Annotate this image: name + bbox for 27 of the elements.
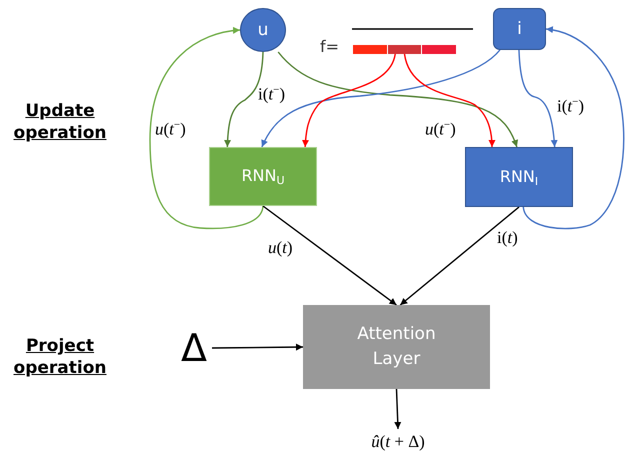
- feature-label: f=: [320, 37, 340, 56]
- delta-symbol: Δ: [176, 326, 212, 370]
- arrow: [404, 54, 496, 148]
- edge-label: i(t): [497, 228, 518, 248]
- math-label: i(t$^{−}$): [258, 84, 286, 105]
- math-label: u(t$^{−}$): [155, 119, 186, 140]
- arrow: [262, 205, 397, 306]
- arrow: [302, 54, 396, 148]
- arrow: [518, 50, 558, 148]
- output-label: û(t + Δ): [338, 429, 458, 455]
- attention-layer-box: Attention Layer: [303, 305, 490, 389]
- edge-label: u(t): [268, 238, 293, 258]
- user-node: u: [240, 8, 286, 52]
- arrow: [522, 26, 624, 230]
- math-label: i(t$^{−}$): [557, 96, 584, 117]
- item-node: i: [493, 8, 546, 50]
- feature-bar: [353, 45, 456, 54]
- rnn-box: RNN$_{I}$: [465, 147, 573, 207]
- rnn-box: RNN$_{U}$: [209, 147, 317, 206]
- arrow: [400, 206, 520, 306]
- arrow: [149, 27, 264, 230]
- math-label: u(t$^{−}$): [425, 119, 456, 140]
- arrow: [394, 388, 402, 430]
- arrow: [212, 344, 303, 351]
- section-heading: Project operation: [12, 335, 108, 380]
- section-heading: Update operation: [12, 100, 108, 144]
- arrow: [224, 52, 264, 148]
